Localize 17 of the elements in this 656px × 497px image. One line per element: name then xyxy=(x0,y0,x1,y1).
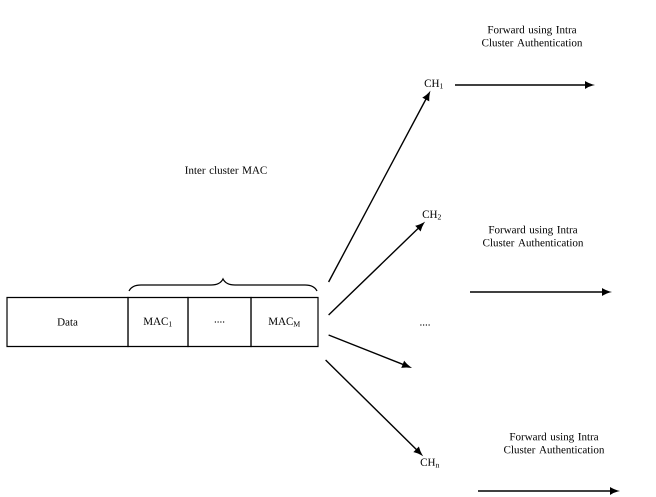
packet-cell: .... xyxy=(187,296,252,348)
section-label: Inter cluster MAC xyxy=(185,166,267,174)
edge-label: Forward using Intra Cluster Authentication xyxy=(482,26,582,46)
forward-label: Forward using Intra Cluster Authentication xyxy=(504,432,604,454)
ellipsis-label: .... xyxy=(420,324,430,326)
forward-label: Forward using Intra Cluster Authentication xyxy=(483,226,584,246)
arrow xyxy=(325,360,422,456)
arrow xyxy=(328,334,410,368)
cluster-head-label: CH$_{n}$ xyxy=(420,458,440,468)
cluster-head-label: CH$_{2}$ xyxy=(422,210,441,220)
arrow xyxy=(328,92,430,282)
cluster-head-label: CH$_{1}$ xyxy=(424,80,443,88)
arrow xyxy=(328,222,424,316)
packet-cell: MAC$_{M}$ xyxy=(250,296,319,348)
packet-cell: MAC$_{1}$ xyxy=(127,296,189,348)
packet-cell: Data xyxy=(6,296,129,348)
arrow xyxy=(455,82,593,88)
